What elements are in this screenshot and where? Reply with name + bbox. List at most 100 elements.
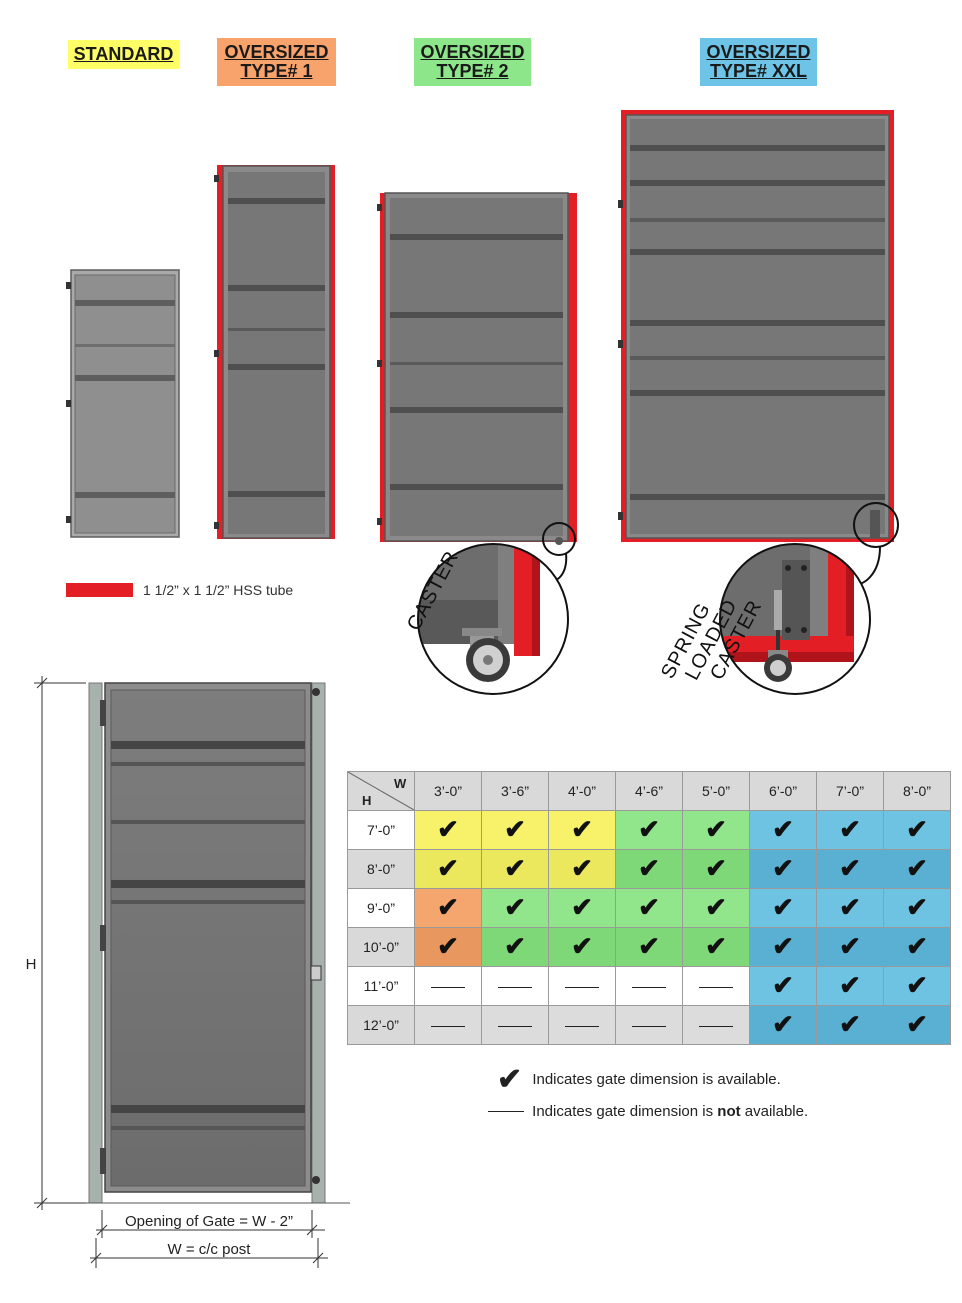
check-icon: ✔ [437,892,459,922]
width-header: 4’-0” [548,771,616,811]
dash-icon [431,1025,465,1027]
check-icon: ✔ [772,892,794,922]
width-header: 3’-0” [414,771,482,811]
availability-cell: ✔ [883,888,951,928]
height-header: 10’-0” [347,927,415,967]
check-icon: ✔ [571,931,593,961]
availability-cell: ✔ [883,966,951,1006]
availability-cell [414,966,482,1006]
availability-cell: ✔ [816,888,884,928]
check-icon: ✔ [839,853,861,883]
availability-cell: ✔ [615,888,683,928]
check-icon: ✔ [638,892,660,922]
availability-cell: ✔ [615,927,683,967]
height-header: 12’-0” [347,1005,415,1045]
check-icon: ✔ [772,970,794,1000]
check-icon: ✔ [839,892,861,922]
availability-cell [414,1005,482,1045]
corner-w: W [394,776,407,791]
hss-legend-text: 1 1/2” x 1 1/2” HSS tube [143,582,294,598]
availability-cell [615,966,683,1006]
label-type2-line1: OVERSIZED [420,42,525,62]
height-header: 9’-0” [347,888,415,928]
table-row: 11’-0” ✔ ✔ ✔ [347,966,951,1006]
table-row: 7’-0”✔✔✔✔✔✔✔✔ [347,810,951,850]
check-icon: ✔ [504,853,526,883]
check-icon: ✔ [906,970,928,1000]
oversized-type1-gate [214,165,335,539]
check-icon: ✔ [772,814,794,844]
table-header-row: W H 3’-0” 3’-6” 4’-0” 4’-6” 5’-0” 6’-0” … [347,771,951,811]
availability-cell: ✔ [816,966,884,1006]
availability-cell [481,1005,549,1045]
table-row: 10’-0”✔✔✔✔✔✔✔✔ [347,927,951,967]
check-icon: ✔ [437,853,459,883]
hss-tube-swatch [66,583,133,597]
check-icon: ✔ [906,892,928,922]
availability-cell: ✔ [816,810,884,850]
dash-icon [632,1025,666,1027]
check-icon: ✔ [906,1009,928,1039]
corner-h: H [362,793,371,808]
check-icon: ✔ [705,931,727,961]
availability-cell: ✔ [481,849,549,889]
check-icon: ✔ [839,814,861,844]
check-icon: ✔ [638,814,660,844]
dash-icon [565,986,599,988]
label-oversized-type1: OVERSIZED TYPE# 1 [217,38,336,86]
check-icon: ✔ [437,814,459,844]
dash-icon [488,1110,524,1112]
width-header: 8’-0” [883,771,951,811]
check-icon: ✔ [504,814,526,844]
availability-cell: ✔ [548,810,616,850]
height-header: 8’-0” [347,849,415,889]
availability-table: W H 3’-0” 3’-6” 4’-0” 4’-6” 5’-0” 6’-0” … [347,771,951,1045]
label-standard-text: STANDARD [73,44,174,64]
availability-cell: ✔ [816,927,884,967]
legend-not-suffix: available. [740,1102,809,1120]
availability-cell: ✔ [883,810,951,850]
check-icon: ✔ [772,1009,794,1039]
oversized-xxl-gate [618,110,899,586]
check-icon: ✔ [497,1063,523,1096]
availability-cell: ✔ [682,849,750,889]
table-body: 7’-0”✔✔✔✔✔✔✔✔8’-0”✔✔✔✔✔✔✔✔9’-0”✔✔✔✔✔✔✔✔1… [347,810,951,1045]
availability-cell: ✔ [548,927,616,967]
opening-dimension [96,1210,325,1238]
dash-icon [699,1025,733,1027]
oversized-type2-gate [377,192,577,583]
width-dimension [90,1238,328,1268]
availability-cell: ✔ [883,1005,951,1045]
check-icon: ✔ [571,892,593,922]
check-icon: ✔ [705,892,727,922]
check-icon: ✔ [705,853,727,883]
availability-cell: ✔ [481,888,549,928]
label-type1-line2: TYPE# 1 [240,61,313,81]
availability-cell: ✔ [615,810,683,850]
spring-caster-detail [719,543,871,695]
availability-cell: ✔ [883,927,951,967]
check-icon: ✔ [571,853,593,883]
legend-not-available: Indicates gate dimension is not availabl… [488,1102,808,1120]
check-icon: ✔ [839,931,861,961]
check-icon: ✔ [772,853,794,883]
check-icon: ✔ [638,931,660,961]
check-icon: ✔ [705,814,727,844]
check-icon: ✔ [638,853,660,883]
check-icon: ✔ [772,931,794,961]
caster-detail [417,543,569,695]
availability-cell [682,966,750,1006]
legend-available-text: Indicates gate dimension is available. [532,1071,781,1088]
gate-elevation [60,682,350,1204]
availability-cell: ✔ [414,810,482,850]
dash-icon [498,1025,532,1027]
check-icon: ✔ [906,853,928,883]
availability-cell: ✔ [682,888,750,928]
availability-cell: ✔ [414,888,482,928]
height-header: 11’-0” [347,966,415,1006]
availability-cell: ✔ [816,849,884,889]
availability-cell: ✔ [615,849,683,889]
width-header: 7’-0” [816,771,884,811]
availability-cell: ✔ [682,927,750,967]
